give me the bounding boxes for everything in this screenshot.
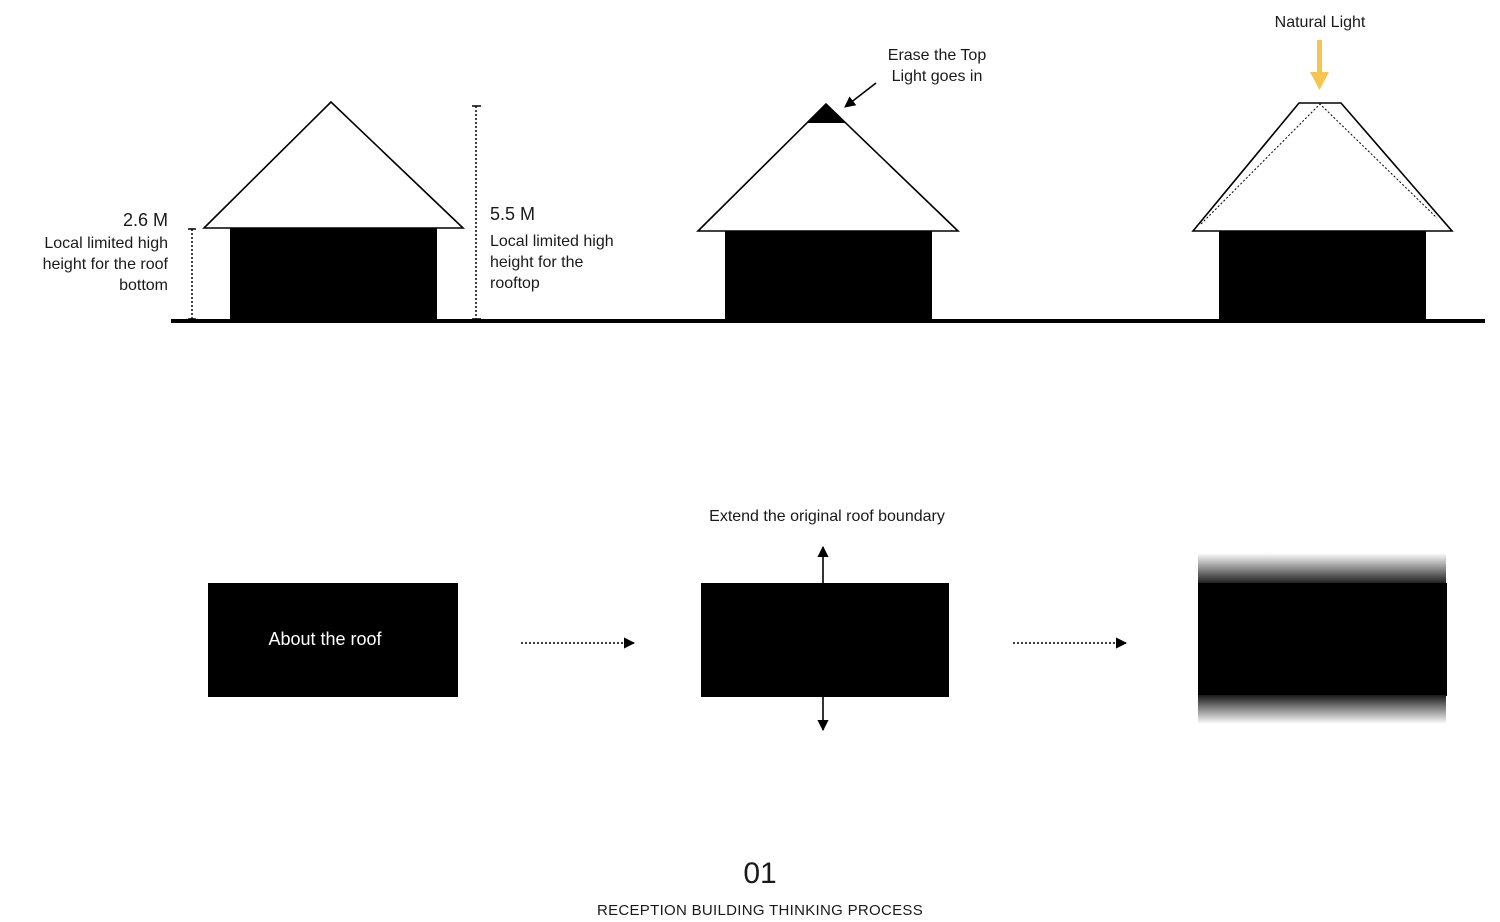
roof-box-label: About the roof [268,629,382,649]
low-height-note: Local limited high height for the roof b… [42,235,168,294]
dimension-high [472,105,481,320]
low-height-value: 2.6 M [122,210,168,230]
figure-caption: RECEPTION BUILDING THINKING PROCESS [596,902,924,919]
extended-fade-top [1198,553,1446,584]
high-height-note: Local limited high height for the roofto… [490,233,614,292]
natural-light-label: Natural Light [1274,14,1366,31]
natural-light-arrow-shaft [1317,40,1322,74]
high-height-value: 5.5 M [490,204,536,224]
roof-box-extend [701,583,949,697]
house-2-roof-tip [807,104,845,123]
roof-box-original [208,583,458,697]
house-3-body [1219,230,1426,321]
extended-core [1198,583,1447,696]
natural-light-arrow-head [1310,72,1329,90]
house-1-roof [202,100,465,229]
house-3-roof [1191,102,1454,232]
extended-fade-bottom [1198,695,1446,724]
roof-box-extended [1198,553,1447,724]
extend-boundary-note: Extend the original roof boundary [709,508,945,525]
house-2-body [725,230,932,321]
house-skylight [1191,40,1454,321]
house-1-body [230,228,437,321]
house-3-original-roof-outline [1200,103,1438,225]
erase-top-note: Erase the Top Light goes in [887,47,987,85]
figure-number: 01 [743,857,777,890]
erase-pointer-arrow [844,82,877,108]
house-original [202,100,465,321]
house-erased-top [696,82,960,321]
dimension-low [188,228,196,320]
house-2-roof [696,102,960,232]
